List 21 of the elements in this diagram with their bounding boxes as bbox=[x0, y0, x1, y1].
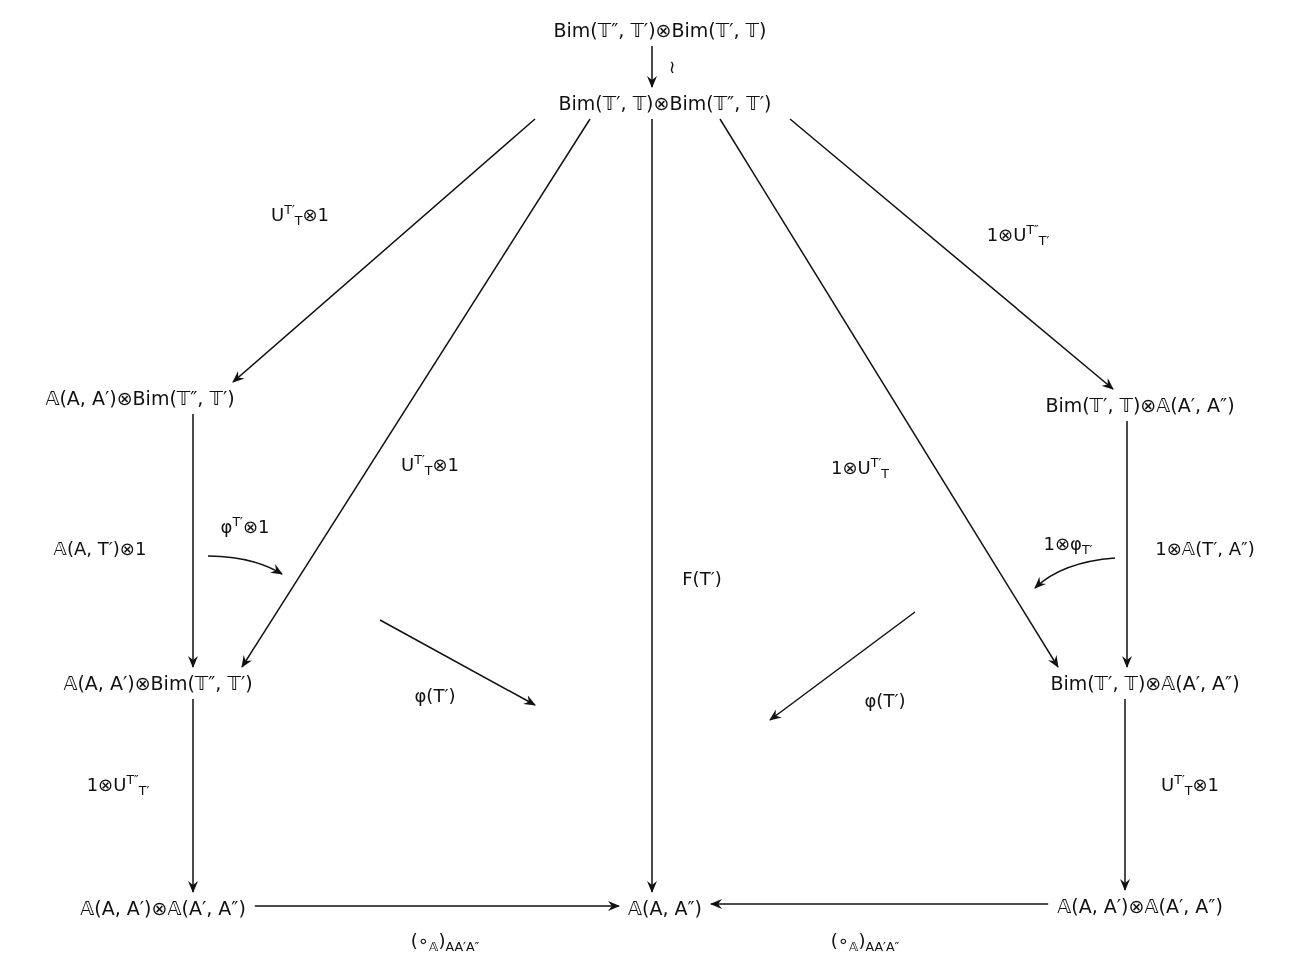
arrow bbox=[188, 413, 198, 668]
arrow bbox=[710, 899, 1049, 909]
arrow bbox=[647, 118, 657, 893]
arrow bbox=[241, 118, 591, 668]
arrow bbox=[1122, 420, 1132, 668]
object-label: Bim(𝕋′, 𝕋)⊗𝔸(A′, A″) bbox=[1042, 392, 1238, 418]
object-label: 𝔸(A, A′)⊗𝔸(A′, A″) bbox=[1054, 893, 1226, 919]
arrow bbox=[188, 698, 198, 893]
object-label: Bim(𝕋″, 𝕋′)⊗Bim(𝕋′, 𝕋) bbox=[550, 17, 770, 43]
arrow bbox=[719, 118, 1059, 668]
object-label: 𝔸(A, A′)⊗Bim(𝕋″, 𝕋′) bbox=[42, 385, 238, 411]
arrow bbox=[254, 901, 620, 911]
arrow bbox=[1120, 698, 1130, 891]
object-label: Bim(𝕋′, 𝕋)⊗Bim(𝕋″, 𝕋′) bbox=[555, 90, 775, 116]
arrow bbox=[647, 45, 657, 88]
object-label: Bim(𝕋′, 𝕋)⊗𝔸(A′, A″) bbox=[1047, 670, 1243, 696]
object-label: 𝔸(A, A′)⊗Bim(𝕋″, 𝕋′) bbox=[60, 670, 256, 696]
arrow bbox=[232, 118, 536, 383]
object-label: 𝔸(A, A″) bbox=[624, 895, 706, 921]
object-label: 𝔸(A, A′)⊗𝔸(A′, A″) bbox=[77, 895, 249, 921]
arrow bbox=[789, 118, 1114, 390]
